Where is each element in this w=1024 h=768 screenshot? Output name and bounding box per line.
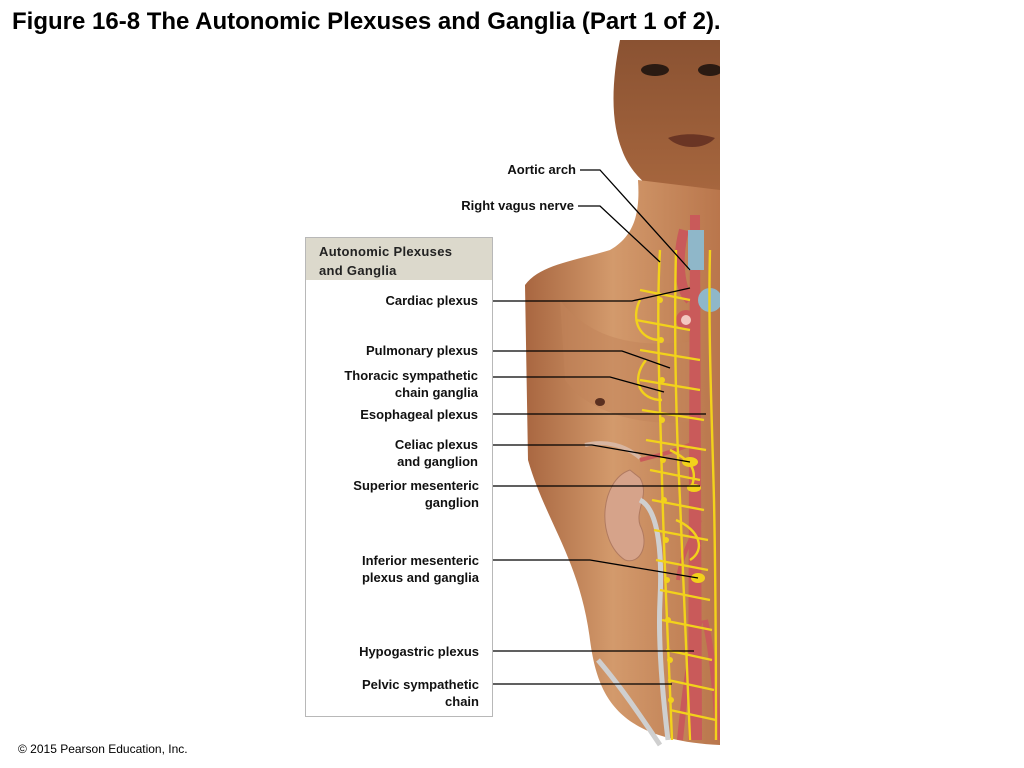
legend-title-line1: Autonomic Plexuses (319, 244, 453, 259)
label-thoracic-line1: Thoracic sympathetic (344, 368, 478, 383)
label-superior-mesenteric-ganglion: Superior mesenteric ganglion (353, 477, 479, 511)
copyright-notice: © 2015 Pearson Education, Inc. (18, 742, 188, 756)
label-hypogastric-plexus: Hypogastric plexus (359, 644, 479, 659)
label-pelvic-line2: chain (445, 694, 479, 709)
figure-title: Figure 16-8 The Autonomic Plexuses and G… (12, 8, 721, 35)
legend-header: Autonomic Plexuses and Ganglia (306, 238, 492, 280)
label-sup-mes-line2: ganglion (424, 495, 479, 510)
label-pelvic-line1: Pelvic sympathetic (361, 677, 479, 692)
label-right-vagus-nerve: Right vagus nerve (461, 198, 574, 213)
legend-title: Autonomic Plexuses and Ganglia (319, 242, 452, 280)
legend-box: Autonomic Plexuses and Ganglia (305, 237, 493, 717)
label-pulmonary-plexus: Pulmonary plexus (366, 343, 478, 358)
label-aortic-arch: Aortic arch (507, 162, 576, 177)
label-celiac-plexus-and-ganglion: Celiac plexus and ganglion (395, 436, 478, 470)
legend-title-line2: and Ganglia (319, 263, 397, 278)
label-thoracic-sympathetic-chain-ganglia: Thoracic sympathetic chain ganglia (344, 367, 478, 401)
label-sup-mes-line1: Superior mesenteric (353, 478, 479, 493)
label-inf-mes-line1: Inferior mesenteric (361, 553, 479, 568)
label-esophageal-plexus: Esophageal plexus (360, 407, 478, 422)
body-illustration (525, 40, 720, 747)
label-thoracic-line2: chain ganglia (394, 385, 478, 400)
label-celiac-line1: Celiac plexus (394, 437, 478, 452)
label-inf-mes-line2: plexus and ganglia (361, 570, 479, 585)
leader-lines (486, 169, 706, 685)
label-celiac-line2: and ganglion (397, 454, 478, 469)
label-pelvic-sympathetic-chain: Pelvic sympathetic chain (362, 676, 479, 710)
label-inferior-mesenteric-plexus-and-ganglia: Inferior mesenteric plexus and ganglia (362, 552, 479, 586)
label-cardiac-plexus: Cardiac plexus (385, 293, 479, 308)
